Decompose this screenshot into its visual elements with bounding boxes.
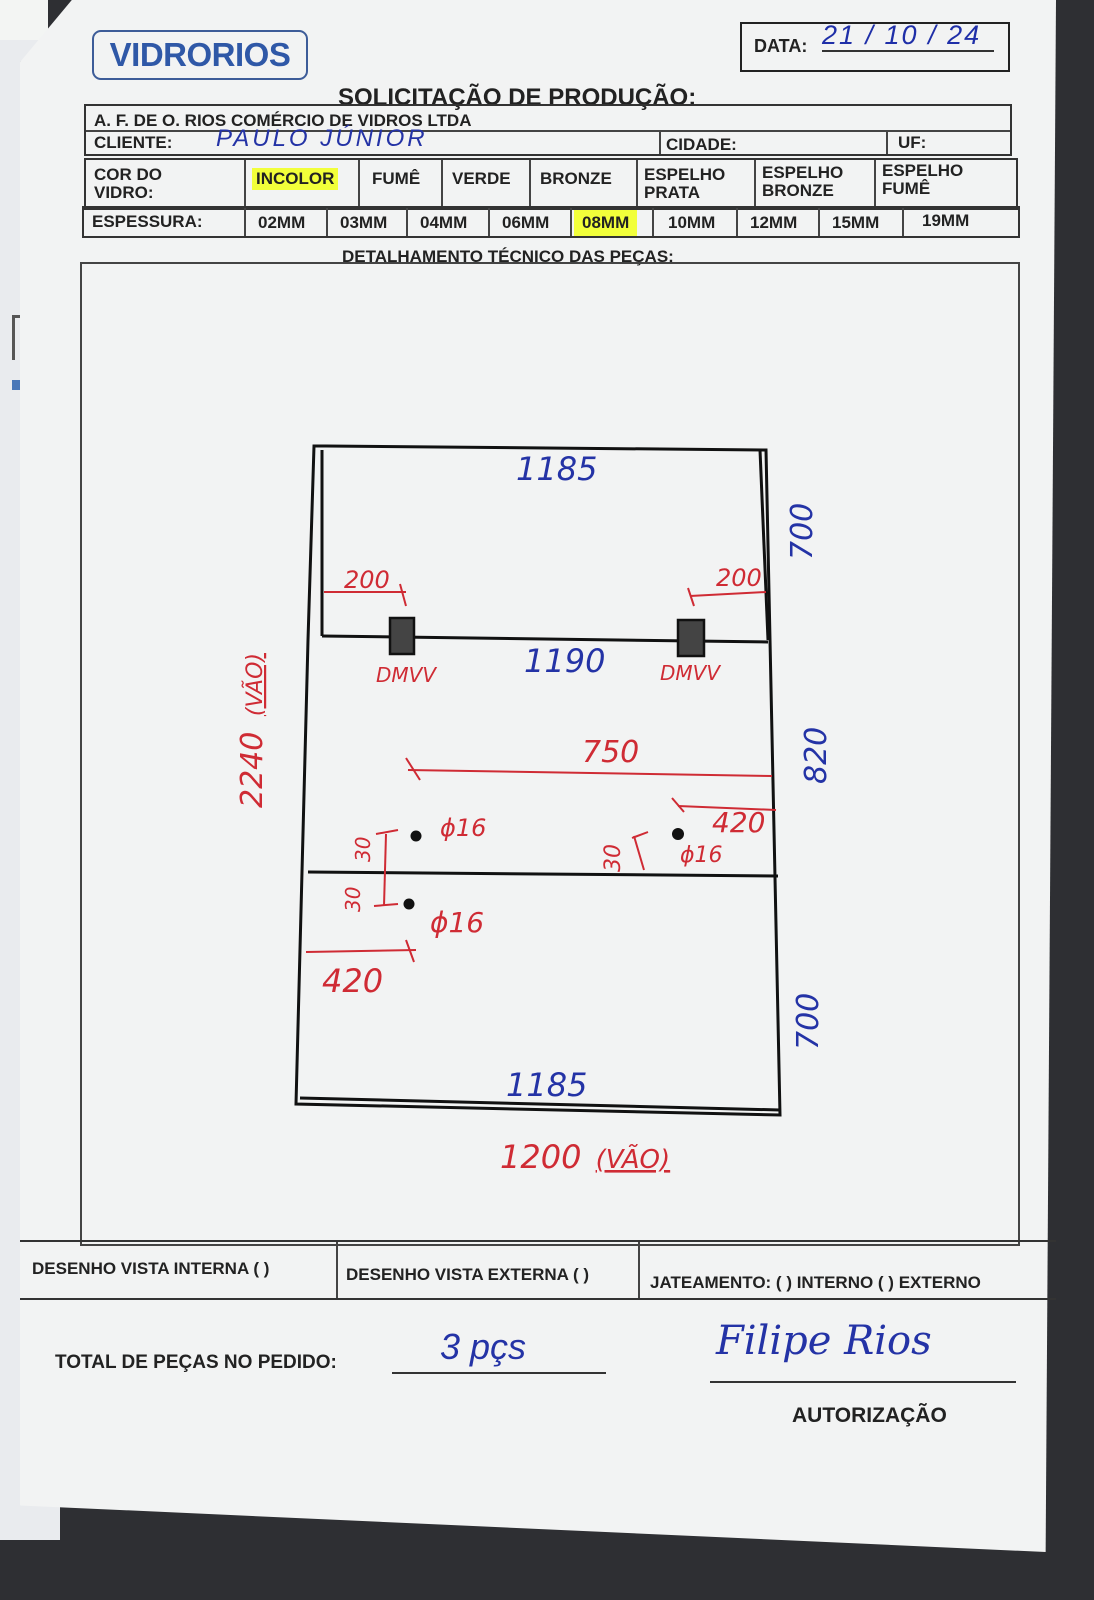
glass-outline <box>294 444 782 1117</box>
cidade-label: CIDADE: <box>666 135 737 154</box>
cor-option-fume: FUMÊ <box>372 169 421 188</box>
autorizacao-label: AUTORIZAÇÃO <box>792 1404 947 1427</box>
dim-right-offset: 200 <box>716 564 762 592</box>
total-pecas-label: TOTAL DE PEÇAS NO PEDIDO: <box>55 1352 337 1373</box>
hole-1 <box>410 830 422 842</box>
hole-1-diameter: ϕ16 <box>440 814 486 842</box>
cor-option-incolor: INCOLOR <box>252 168 339 190</box>
total-pecas-line <box>392 1372 606 1374</box>
date-value: 21 / 10 / 24 <box>822 20 994 52</box>
date-label: DATA: <box>754 36 808 56</box>
vista-externa-option: DESENHO VISTA EXTERNA ( ) <box>346 1265 590 1284</box>
hole-3 <box>403 898 415 910</box>
cor-option-verde: VERDE <box>452 169 511 188</box>
footer-options-row: DESENHO VISTA INTERNA ( ) DESENHO VISTA … <box>20 1240 1056 1300</box>
espessura-02mm: 02MM <box>258 213 306 232</box>
form-title: SOLICITAÇÃO DE PRODUÇÃO: <box>338 84 697 111</box>
hole-2-diameter: ϕ16 <box>680 843 723 868</box>
espessura-19mm: 19MM <box>922 211 970 230</box>
dim-total-width: 1200 (VÃO) <box>500 1138 670 1176</box>
hole-3-diameter: ϕ16 <box>430 906 484 939</box>
hardware-left-label: DMVV <box>376 663 437 687</box>
espessura-15mm: 15MM <box>832 213 880 232</box>
dim-750: 750 <box>582 735 639 770</box>
cliente-label: CLIENTE: <box>94 133 173 152</box>
dim-30-b: 30 <box>341 887 365 912</box>
espessura-10mm: 10MM <box>668 213 716 232</box>
cor-option-bronze: BRONZE <box>540 169 612 188</box>
production-request-form <box>20 0 1056 1552</box>
espessura-label: ESPESSURA: <box>92 212 203 231</box>
dim-420-left: 420 <box>322 962 383 1000</box>
vidrorios-logo: VIDRORIOS <box>92 30 308 80</box>
uf-label: UF: <box>898 133 927 152</box>
espessura-04mm: 04MM <box>420 213 468 232</box>
total-pecas-value: 3 pçs <box>440 1326 527 1367</box>
jateamento-option: JATEAMENTO: ( ) INTERNO ( ) EXTERNO <box>650 1273 981 1292</box>
signature-line <box>710 1381 1016 1383</box>
hardware-right-label: DMVV <box>660 661 721 685</box>
detalhamento-title: DETALHAMENTO TÉCNICO DAS PEÇAS: <box>342 247 674 266</box>
espessura-06mm: 06MM <box>502 213 550 232</box>
dim-bottom-width: 1185 <box>506 1066 587 1104</box>
dim-420-right: 420 <box>712 806 765 839</box>
client-table: A. F. DE O. RIOS COMÉRCIO DE VIDROS LTDA… <box>84 104 1012 156</box>
technical-drawing-area <box>80 262 1020 1246</box>
dim-30-a: 30 <box>351 837 375 862</box>
hardware-left-block <box>388 616 416 656</box>
date-box <box>740 22 1010 72</box>
vista-interna-option: DESENHO VISTA INTERNA ( ) <box>32 1259 270 1278</box>
thickness-table: ESPESSURA: 02MM 03MM 04MM 06MM 08MM 10MM… <box>82 206 1020 238</box>
dim-top-width: 1185 <box>516 450 597 488</box>
dim-middle-width: 1190 <box>524 642 605 680</box>
espessura-08mm: 08MM <box>574 210 638 236</box>
dim-middle-height: 820 <box>799 727 834 784</box>
dim-total-height: 2240 (VÃO) <box>235 653 270 808</box>
authorization-signature: Filipe Rios <box>716 1318 932 1364</box>
hole-2 <box>672 828 684 840</box>
company-name: A. F. DE O. RIOS COMÉRCIO DE VIDROS LTDA <box>94 111 472 130</box>
espessura-03mm: 03MM <box>340 213 388 232</box>
dim-bottom-height: 700 <box>791 993 826 1050</box>
espessura-12mm: 12MM <box>750 213 798 232</box>
dim-top-height: 700 <box>785 503 820 560</box>
cliente-value: PAULO JÚNIOR <box>216 125 428 152</box>
dim-left-offset: 200 <box>344 566 390 594</box>
hardware-right-block <box>676 618 706 658</box>
dim-30-c: 30 <box>601 844 626 872</box>
